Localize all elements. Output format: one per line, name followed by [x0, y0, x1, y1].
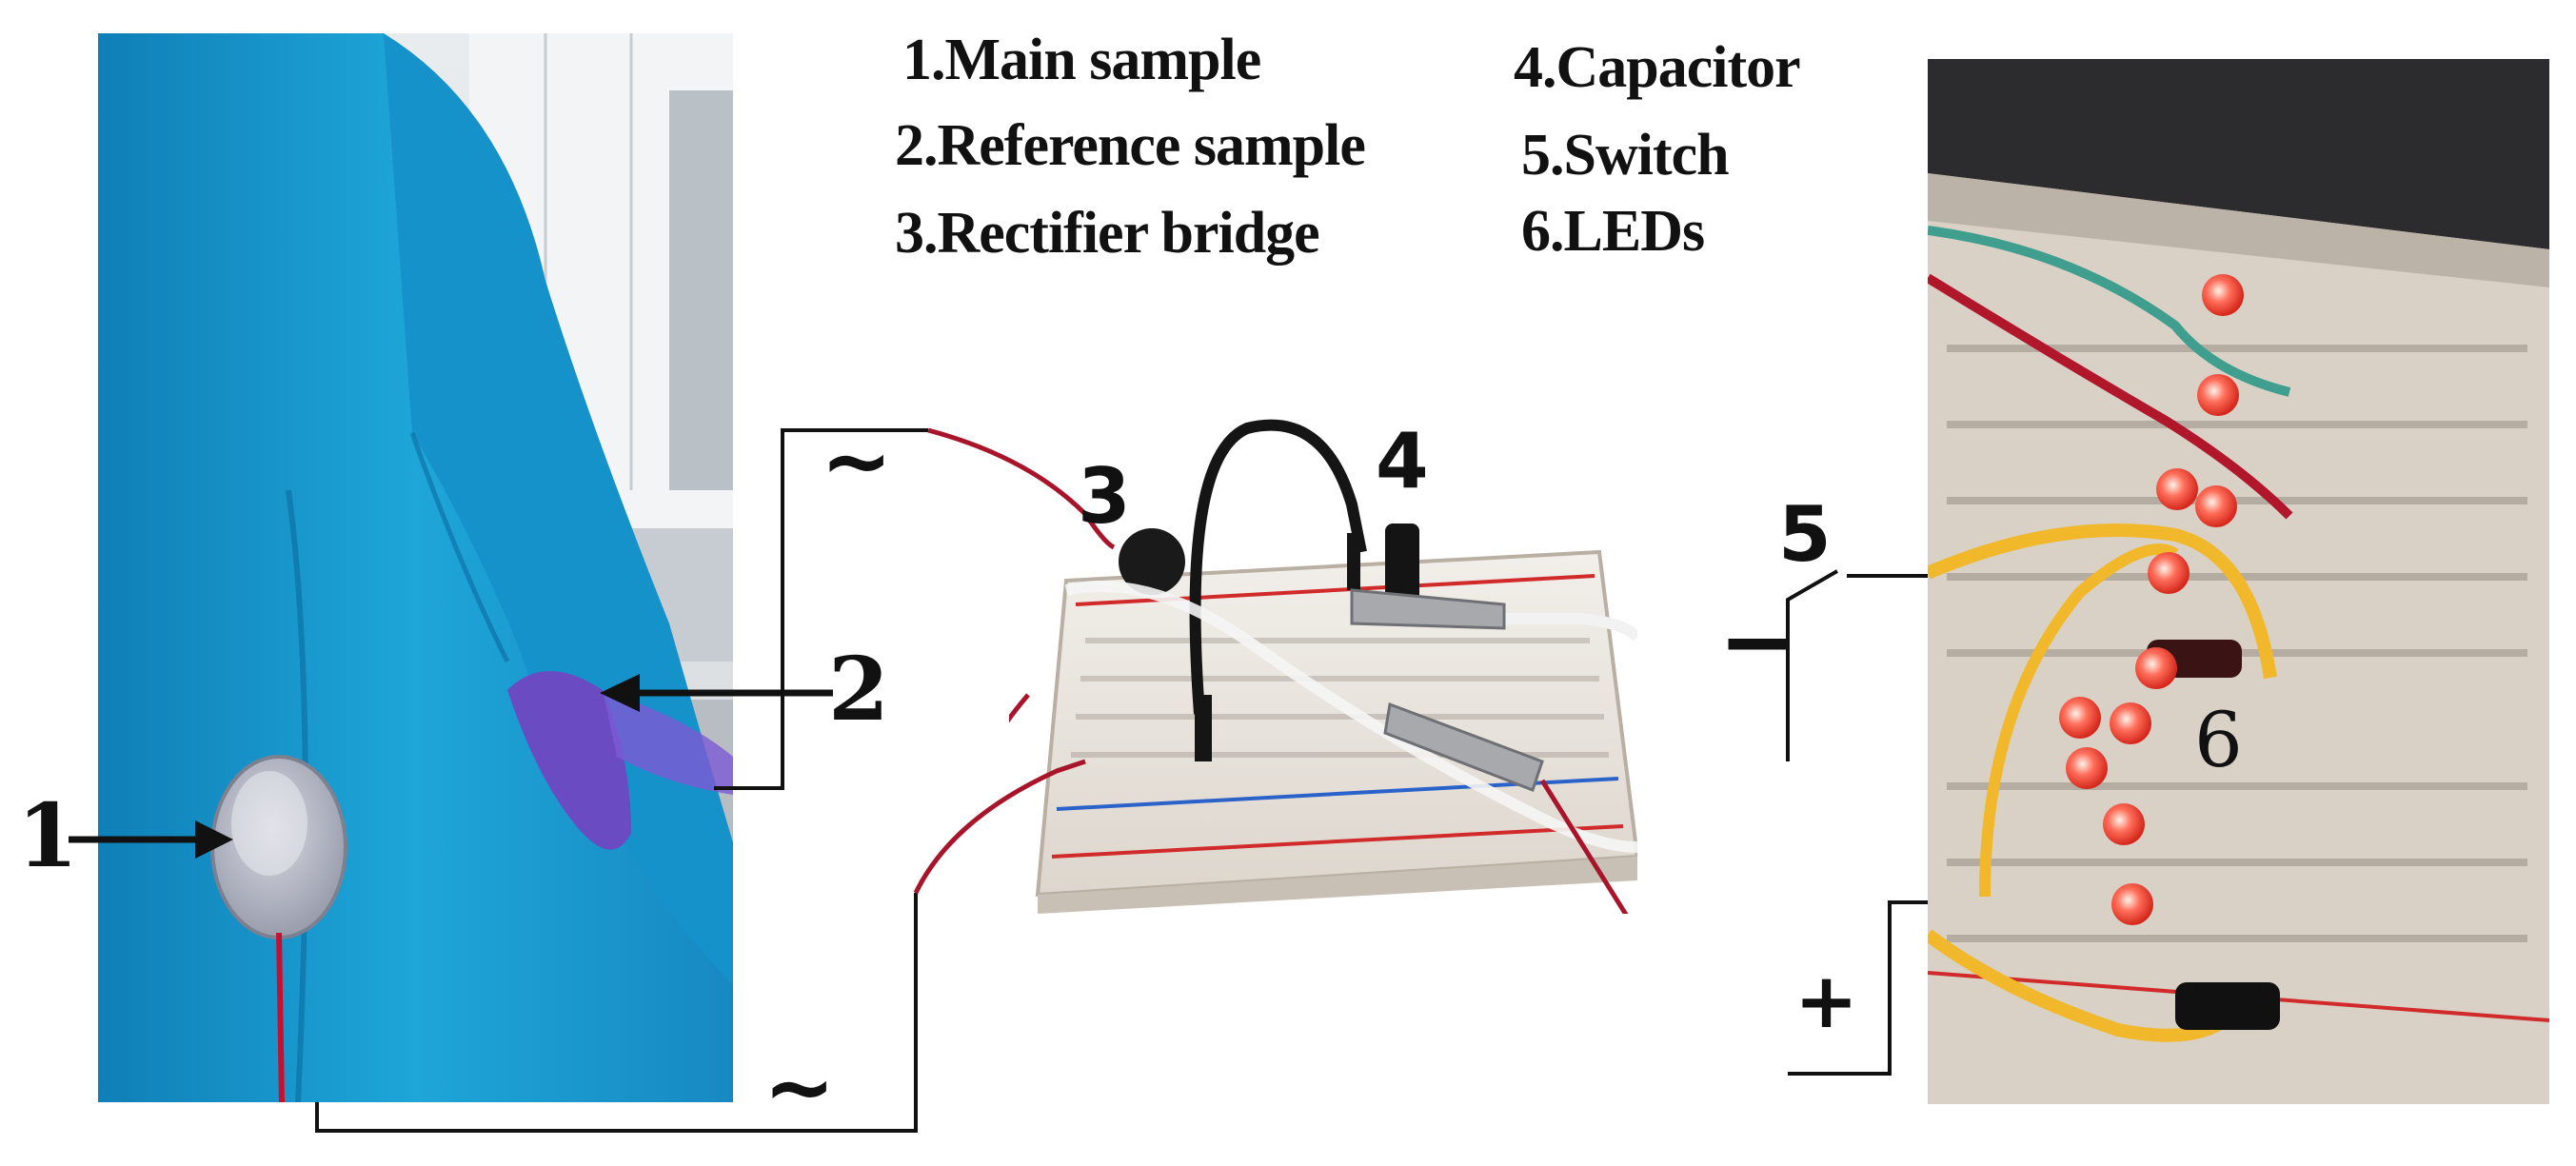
minus-symbol: − [1718, 585, 1798, 697]
callout-switch: 5 [1778, 490, 1832, 579]
ac-symbol-top: ~ [821, 411, 893, 511]
ac-symbol-bottom: ~ [763, 1038, 836, 1137]
photo-leds [1928, 59, 2549, 1104]
photo-breadboard [1009, 419, 1637, 914]
legend-item-3: 3.Rectifier bridge [895, 201, 1320, 266]
legend-item-5: 5.Switch [1521, 123, 1730, 188]
legend-item-6: 6.LEDs [1521, 199, 1705, 264]
callout-leds: 6 [2194, 696, 2243, 784]
legend-item-4: 4.Capacitor [1514, 35, 1801, 100]
photo-jacket [98, 33, 733, 1102]
plus-symbol: + [1794, 957, 1859, 1045]
legend-item-2: 2.Reference sample [895, 113, 1366, 178]
callout-capacitor: 4 [1376, 417, 1429, 505]
legend-item-1: 1.Main sample [902, 28, 1261, 92]
callout-reference-sample: 2 [828, 638, 890, 741]
callout-rectifier: 3 [1078, 452, 1131, 541]
callout-main-sample: 1 [17, 784, 79, 887]
